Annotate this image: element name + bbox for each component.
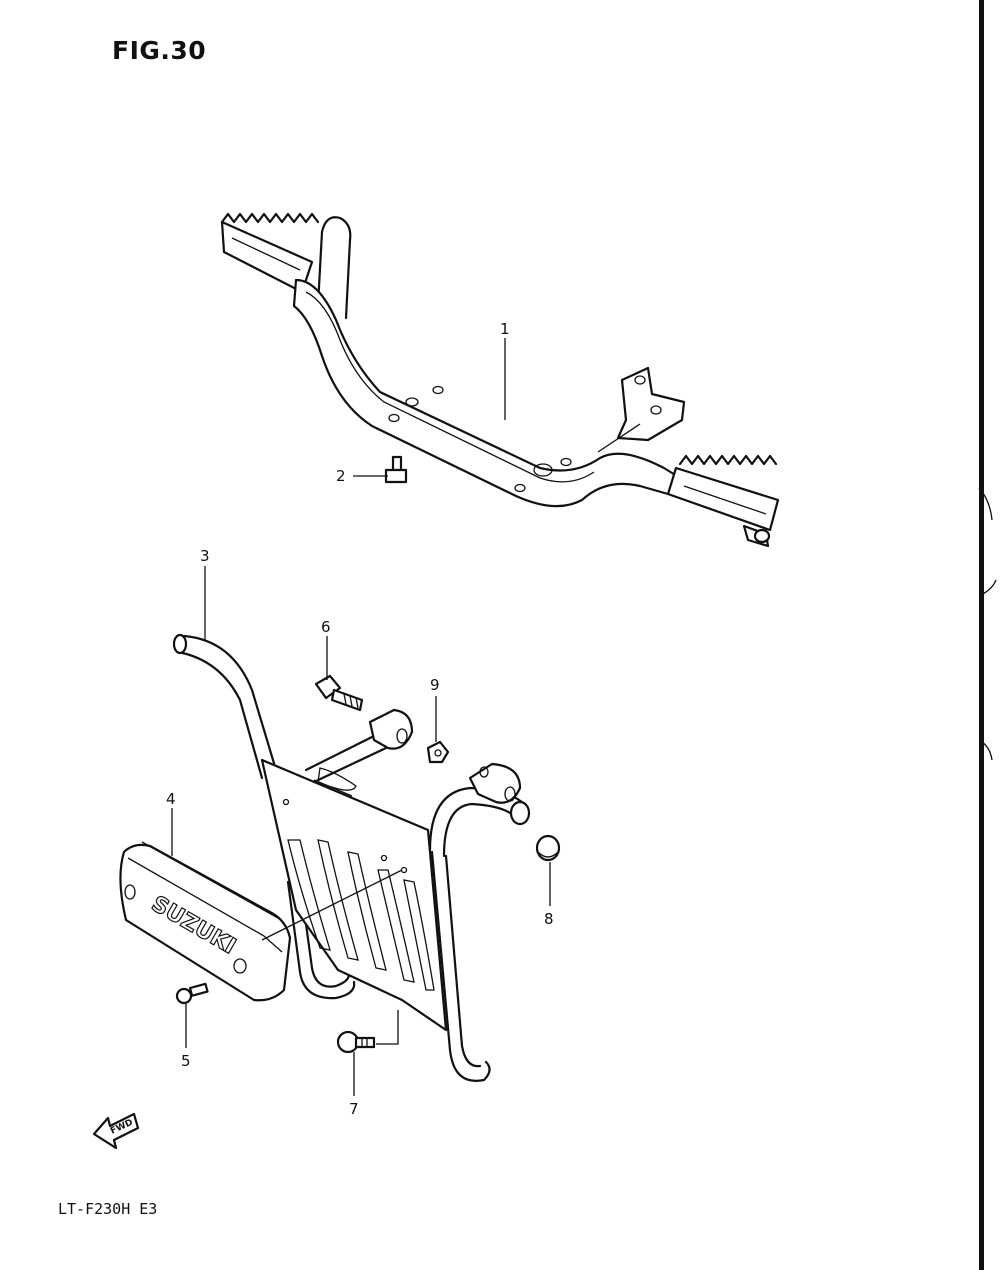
callout-6: 6 [321, 618, 331, 636]
callout-5: 5 [181, 1052, 191, 1070]
screw-part-5 [175, 982, 209, 1005]
callout-3: 3 [200, 547, 210, 565]
nut-part-9 [426, 740, 450, 764]
adjacent-figure-fragment [978, 487, 997, 761]
callout-7: 7 [349, 1100, 359, 1118]
model-code: LT-F230H E3 [58, 1200, 158, 1218]
front-guard-pipe-part [172, 633, 531, 1082]
callout-1: 1 [500, 320, 510, 338]
callout-4: 4 [166, 790, 176, 808]
footrest-bar-part [220, 212, 780, 548]
callouts: 1 2 3 4 5 6 7 8 9 [166, 320, 554, 1118]
figure-title: FIG.30 [112, 36, 207, 65]
callout-2: 2 [336, 467, 346, 485]
bolt-part-6 [314, 674, 364, 712]
callout-9: 9 [430, 676, 440, 694]
bolt-part-7 [336, 1030, 376, 1054]
callout-8: 8 [544, 910, 554, 928]
bolt-part-2 [384, 455, 408, 484]
forward-arrow-icon: FWD [92, 1112, 140, 1150]
cap-part-8 [535, 834, 561, 862]
page-edge-rule [979, 0, 984, 1270]
